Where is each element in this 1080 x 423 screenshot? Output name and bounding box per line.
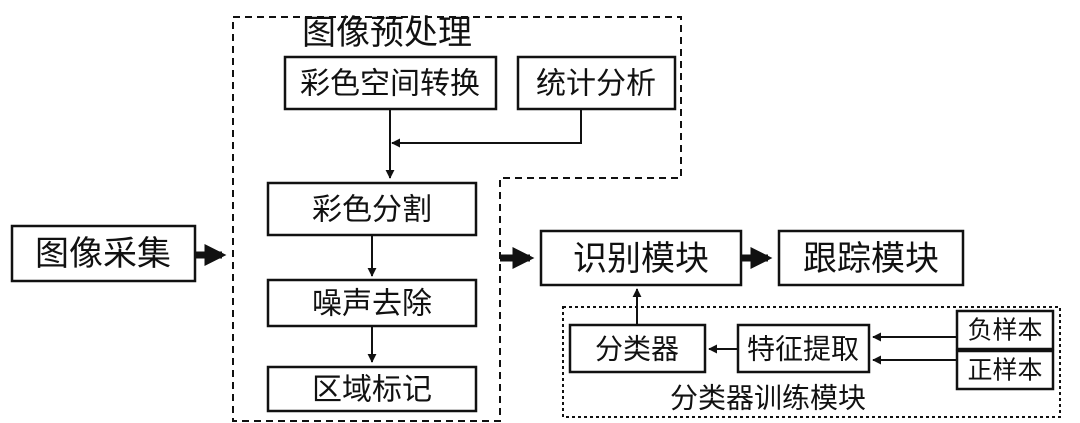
stats-label: 统计分析 (536, 67, 656, 102)
denoise-box (266, 278, 478, 328)
tracking-label: 跟踪模块 (803, 239, 939, 279)
labeling-label: 区域标记 (312, 373, 432, 408)
feature-label: 特征提取 (747, 333, 859, 366)
negative-sample-label: 负样本 (967, 316, 1042, 345)
labeling-box (266, 365, 478, 413)
denoise-label: 噪声去除 (312, 287, 432, 322)
preprocess-group-border (232, 16, 682, 422)
color-space-label: 彩色空间转换 (300, 67, 480, 102)
training-group-title: 分类器训练模块 (670, 382, 866, 415)
recognition-label: 识别模块 (573, 239, 709, 279)
segmentation-box (266, 181, 478, 237)
tracking-box (777, 229, 965, 287)
stats-box (516, 55, 677, 111)
acquisition-label: 图像采集 (35, 234, 171, 274)
negative-sample-box (955, 309, 1055, 351)
positive-sample-label: 正样本 (967, 356, 1042, 385)
color-space-box (283, 55, 498, 111)
segmentation-label: 彩色分割 (312, 193, 432, 228)
recognition-box (539, 229, 743, 287)
stats-to-flow-arrow (391, 109, 582, 148)
training-group-border (562, 306, 1061, 418)
classifier-box (568, 323, 707, 374)
preprocess-group-title: 图像预处理 (302, 13, 472, 53)
classifier-label: 分类器 (595, 333, 679, 366)
feature-box (736, 323, 871, 374)
positive-sample-box (955, 349, 1055, 391)
